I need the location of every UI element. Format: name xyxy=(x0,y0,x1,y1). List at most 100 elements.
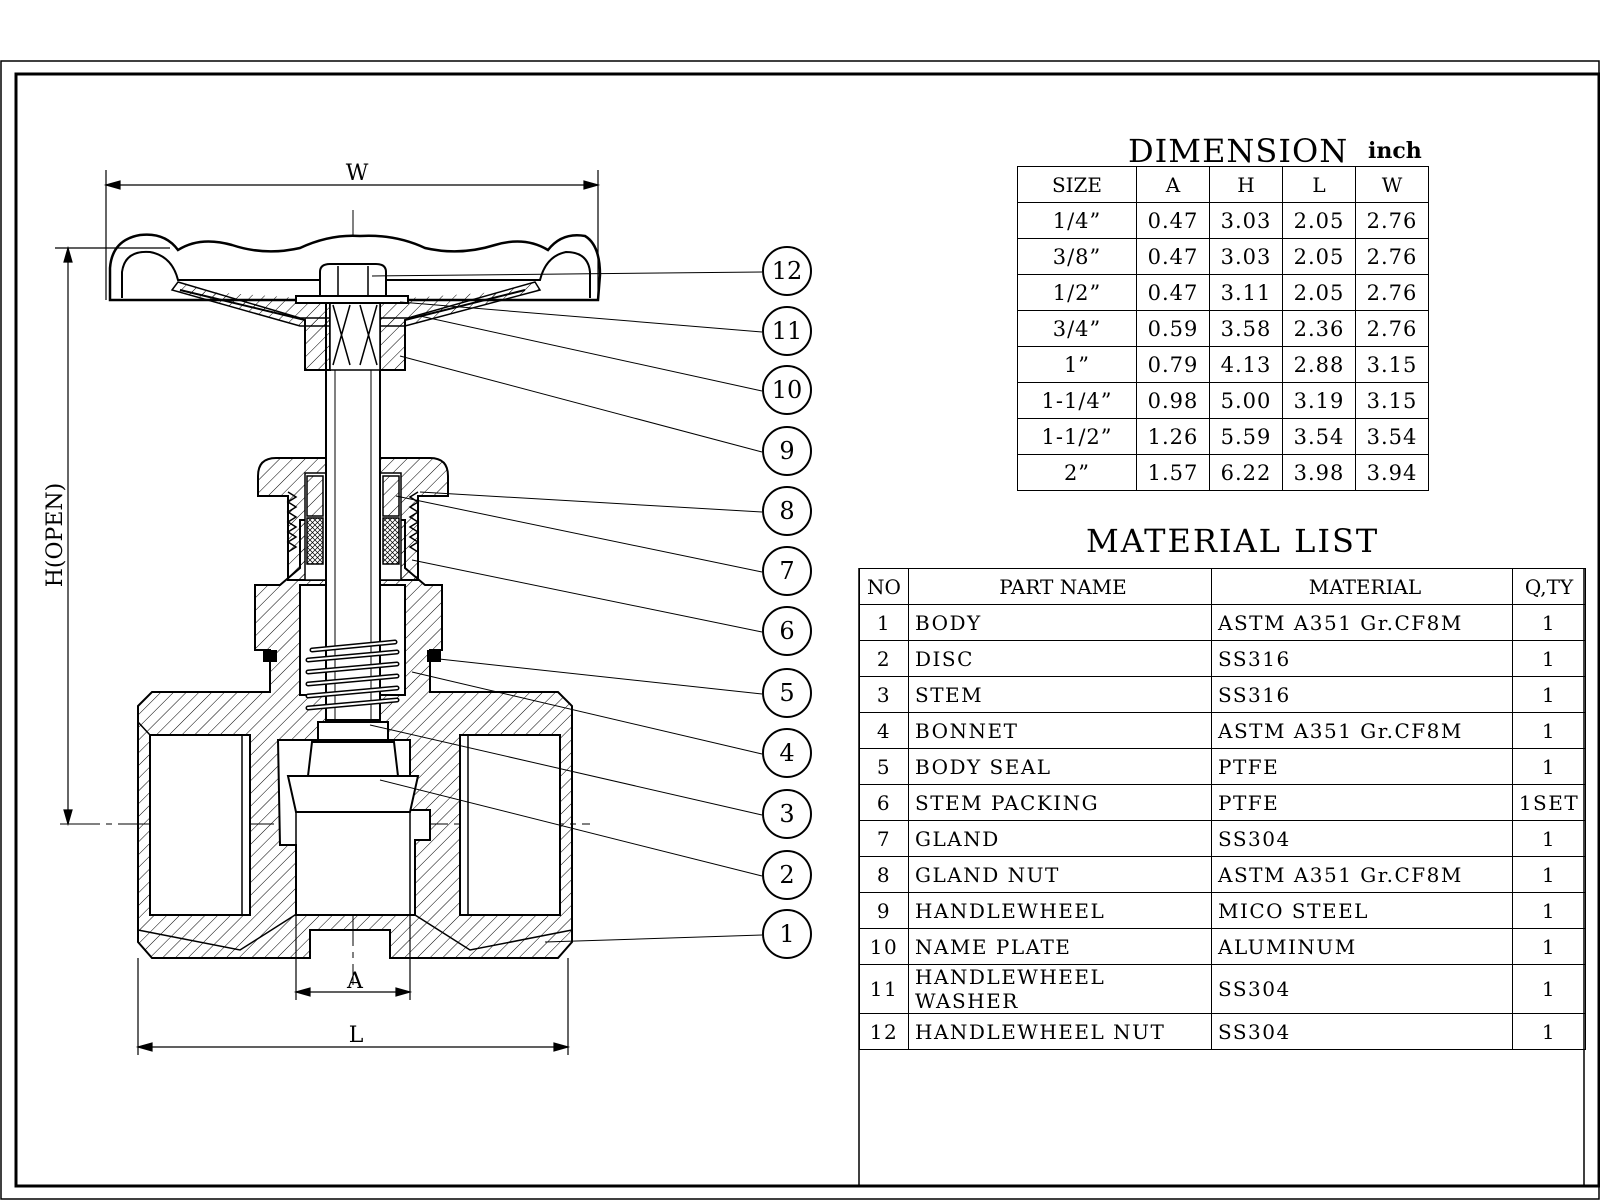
dimension-header-l: L xyxy=(1282,166,1356,203)
material-cell: BONNET xyxy=(908,712,1212,749)
material-cell: ALUMINUM xyxy=(1211,928,1513,965)
handwheel xyxy=(108,233,602,371)
material-cell: 8 xyxy=(859,856,909,893)
material-cell: 1 xyxy=(1512,964,1586,1014)
dimension-title: DIMENSION xyxy=(1128,132,1349,170)
dimension-cell: 2.88 xyxy=(1282,346,1356,383)
balloon-4: 4 xyxy=(762,728,812,778)
material-cell: 1 xyxy=(1512,820,1586,857)
dimension-cell: 1.26 xyxy=(1136,418,1210,455)
dimension-cell: 1/2” xyxy=(1017,274,1137,311)
dimension-cell: 5.59 xyxy=(1209,418,1283,455)
material-cell: DISC xyxy=(908,640,1212,677)
material-cell: SS304 xyxy=(1211,820,1513,857)
dimension-cell: 3.15 xyxy=(1355,382,1429,419)
dimension-cell: 3.11 xyxy=(1209,274,1283,311)
material-cell: HANDLEWHEEL WASHER xyxy=(908,964,1212,1014)
dimension-cell: 3.54 xyxy=(1355,418,1429,455)
dimension-cell: 2.05 xyxy=(1282,202,1356,239)
material-cell: MICO STEEL xyxy=(1211,892,1513,929)
material-header: PART NAME xyxy=(908,568,1212,605)
material-cell: BODY xyxy=(908,604,1212,641)
material-cell: 12 xyxy=(859,1013,909,1050)
dim-label-l: L xyxy=(349,1023,364,1048)
body-seal-left xyxy=(263,650,277,662)
balloon-2: 2 xyxy=(762,850,812,900)
material-cell: STEM xyxy=(908,676,1212,713)
material-cell: ASTM A351 Gr.CF8M xyxy=(1211,856,1513,893)
material-cell: 1 xyxy=(1512,856,1586,893)
gland-right xyxy=(382,475,400,517)
dimension-cell: 4.13 xyxy=(1209,346,1283,383)
material-cell: SS316 xyxy=(1211,676,1513,713)
material-cell: 1 xyxy=(1512,892,1586,929)
material-cell: 1 xyxy=(1512,676,1586,713)
material-cell: 2 xyxy=(859,640,909,677)
dim-label-w: W xyxy=(346,161,369,186)
balloon-11: 11 xyxy=(762,306,812,356)
material-cell: SS304 xyxy=(1211,964,1513,1014)
material-cell: 1 xyxy=(1512,1013,1586,1050)
dimension-cell: 3/4” xyxy=(1017,310,1137,347)
material-cell: 3 xyxy=(859,676,909,713)
handwheel-nut xyxy=(319,263,387,297)
material-cell: 1 xyxy=(1512,604,1586,641)
balloon-6: 6 xyxy=(762,606,812,656)
dimension-cell: 1.57 xyxy=(1136,454,1210,491)
dimension-cell: 3.19 xyxy=(1282,382,1356,419)
balloon-3: 3 xyxy=(762,789,812,839)
dimension-cell: 3.15 xyxy=(1355,346,1429,383)
material-cell: BODY SEAL xyxy=(908,748,1212,785)
dimension-cell: 2.36 xyxy=(1282,310,1356,347)
material-cell: PTFE xyxy=(1211,784,1513,821)
dimension-cell: 2.76 xyxy=(1355,238,1429,275)
balloon-1: 1 xyxy=(762,909,812,959)
dimension-cell: 1” xyxy=(1017,346,1137,383)
dimension-cell: 0.47 xyxy=(1136,274,1210,311)
dimension-cell: 2.76 xyxy=(1355,274,1429,311)
dimension-cell: 1-1/2” xyxy=(1017,418,1137,455)
material-cell: HANDLEWHEEL NUT xyxy=(908,1013,1212,1050)
balloon-8: 8 xyxy=(762,486,812,536)
dimension-header-w: W xyxy=(1355,166,1429,203)
leader-lines xyxy=(369,271,763,943)
material-cell: 11 xyxy=(859,964,909,1014)
balloon-5: 5 xyxy=(762,668,812,718)
inner-border xyxy=(14,72,1600,1188)
dimension-cell: 1-1/4” xyxy=(1017,382,1137,419)
material-cell: 5 xyxy=(859,748,909,785)
material-cell: 4 xyxy=(859,712,909,749)
dimension-cell: 2” xyxy=(1017,454,1137,491)
dimension-cell: 2.76 xyxy=(1355,202,1429,239)
dimension-cell: 6.22 xyxy=(1209,454,1283,491)
dimension-cell: 3.58 xyxy=(1209,310,1283,347)
dim-label-h: H(OPEN) xyxy=(43,483,68,588)
material-cell: 1 xyxy=(859,604,909,641)
dimension-header-h: H xyxy=(1209,166,1283,203)
material-header: NO xyxy=(859,568,909,605)
material-cell: 10 xyxy=(859,928,909,965)
dimension-cell: 0.79 xyxy=(1136,346,1210,383)
material-cell: 6 xyxy=(859,784,909,821)
dimension-cell: 3.98 xyxy=(1282,454,1356,491)
packing-right xyxy=(382,517,400,565)
material-cell: PTFE xyxy=(1211,748,1513,785)
dimension-cell: 2.05 xyxy=(1282,238,1356,275)
